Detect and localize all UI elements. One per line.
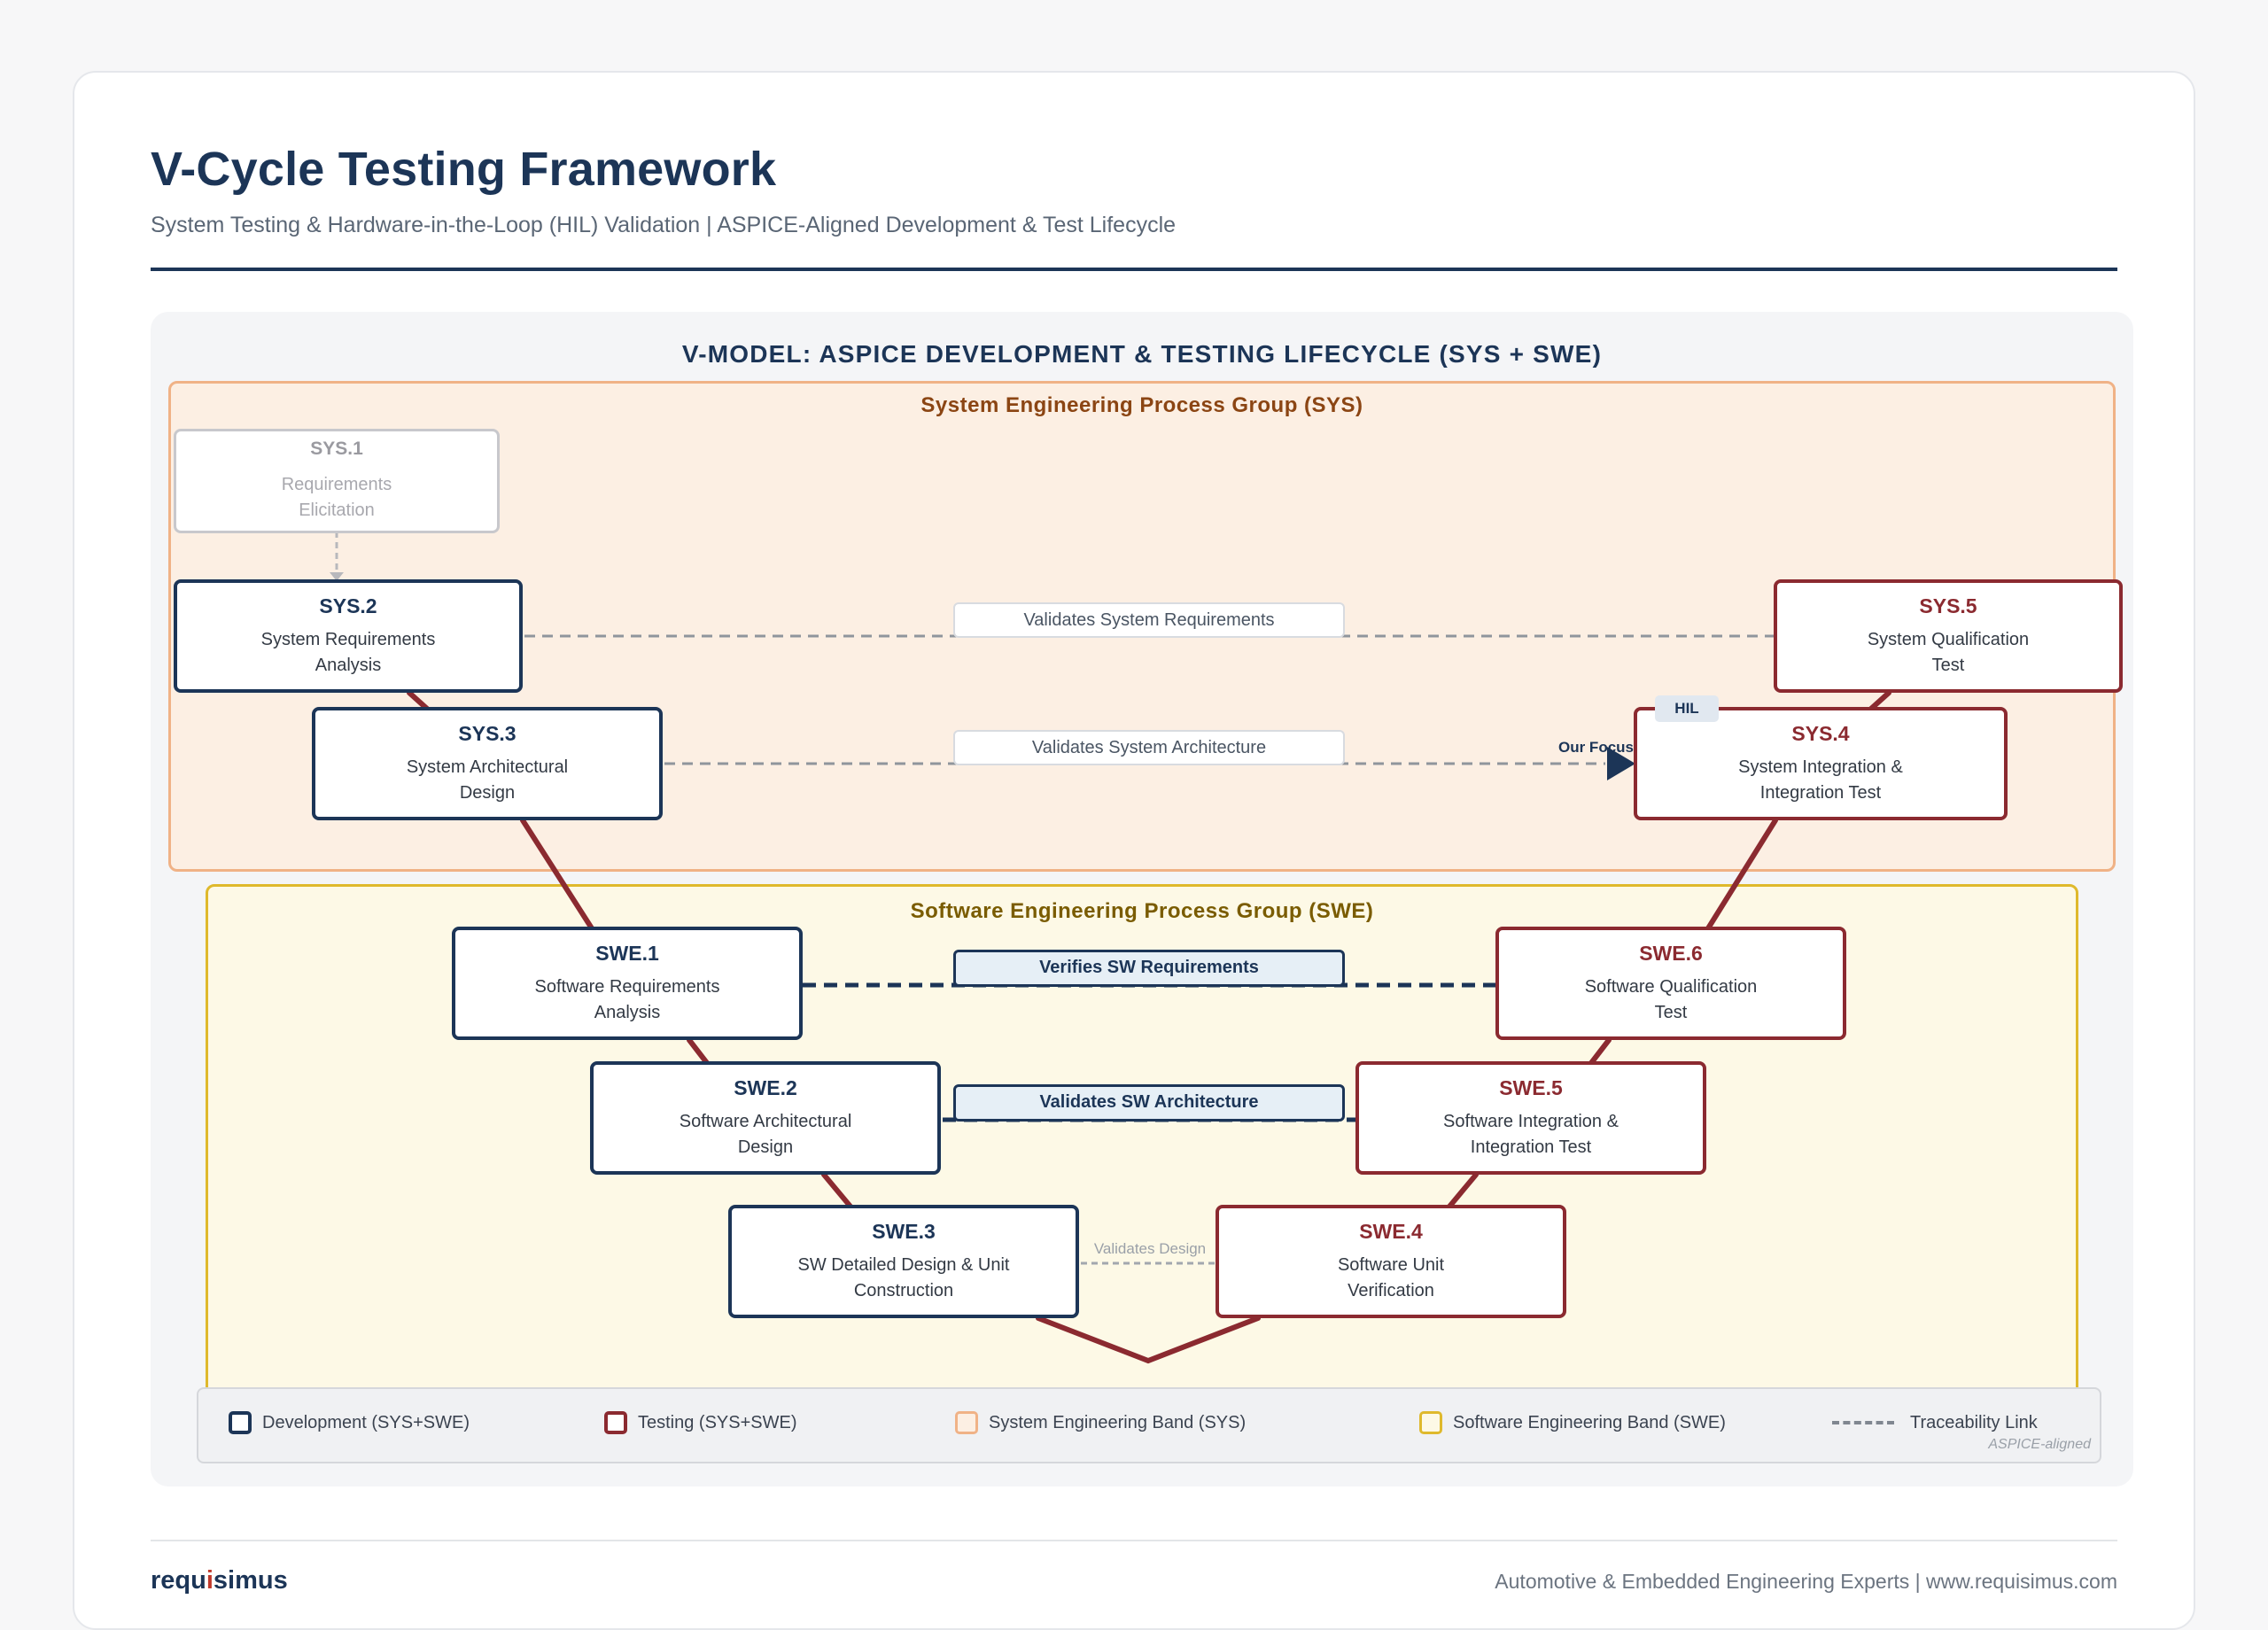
connector-swe4-swe5	[1447, 1172, 1479, 1209]
node-sys2[interactable]: SYS.2 System Requirements Analysis	[174, 579, 523, 693]
connector-sys4-sys5	[1868, 690, 1891, 711]
connector-swe5-swe6	[1588, 1037, 1612, 1066]
connector-sys2-sys3	[407, 690, 430, 711]
node-swe3-id: SWE.3	[872, 1219, 936, 1243]
legend	[197, 1387, 2101, 1463]
node-sys4-desc: System Integration & Integration Test	[1738, 757, 1903, 803]
node-swe1[interactable]: SWE.1 Software Requirements Analysis	[452, 927, 803, 1040]
swe-band-label: Software Engineering Process Group (SWE)	[910, 899, 1374, 923]
node-swe4-desc: Software Unit Verification	[1337, 1254, 1445, 1300]
node-swe1-id: SWE.1	[595, 941, 659, 965]
trace-label-sw-architecture: Validates SW Architecture	[953, 1084, 1345, 1122]
node-swe1-desc: Software Requirements Analysis	[534, 976, 720, 1022]
connector-v-bottom	[1036, 1316, 1261, 1364]
legend-label-sys-band: System Engineering Band (SYS)	[989, 1412, 1247, 1432]
brand-logo: requisimus	[151, 1566, 288, 1595]
page-title: V-Cycle Testing Framework	[151, 143, 777, 196]
node-swe6-desc: Software Qualification Test	[1584, 976, 1758, 1022]
node-swe6[interactable]: SWE.6 Software Qualification Test	[1495, 927, 1846, 1040]
node-swe3-desc: SW Detailed Design & Unit Construction	[797, 1254, 1010, 1300]
sys-band-label: System Engineering Process Group (SYS)	[920, 393, 1363, 417]
legend-swatch-development	[229, 1411, 252, 1434]
trace-label-sys-requirements: Validates System Requirements	[953, 602, 1345, 638]
node-swe2[interactable]: SWE.2 Software Architectural Design	[590, 1061, 941, 1175]
node-sys3[interactable]: SYS.3 System Architectural Design	[312, 707, 663, 820]
node-sys2-id: SYS.2	[319, 594, 377, 617]
trace-label-sw-requirements: Verifies SW Requirements	[953, 950, 1345, 987]
footer-divider	[151, 1540, 2117, 1541]
node-sys1[interactable]: SYS.1 Requirements Elicitation	[174, 429, 500, 533]
legend-item-swe-band: Software Engineering Band (SWE)	[1419, 1405, 1726, 1440]
node-swe4[interactable]: SWE.4 Software Unit Verification	[1216, 1205, 1566, 1318]
node-swe5[interactable]: SWE.5 Software Integration & Integration…	[1355, 1061, 1706, 1175]
diagram-title: V-MODEL: ASPICE DEVELOPMENT & TESTING LI…	[681, 340, 1603, 368]
focus-arrow-icon	[1607, 747, 1635, 780]
legend-swatch-testing	[604, 1411, 627, 1434]
node-sys5[interactable]: SYS.5 System Qualification Test	[1774, 579, 2123, 693]
legend-label-swe-band: Software Engineering Band (SWE)	[1453, 1412, 1726, 1432]
brand-text-accent: i	[206, 1566, 214, 1595]
connector-swe1-swe2	[687, 1037, 710, 1066]
trace-label-sw-design: Validates Design	[1093, 1240, 1207, 1257]
legend-label-trace: Traceability Link	[1910, 1412, 2038, 1432]
node-sys5-id: SYS.5	[1919, 594, 1977, 617]
node-swe2-desc: Software Architectural Design	[679, 1111, 852, 1157]
legend-note: ASPICE-aligned	[1988, 1437, 2091, 1452]
legend-label-testing: Testing (SYS+SWE)	[638, 1412, 797, 1432]
connector-sys3-swe1	[520, 818, 594, 931]
node-sys1-desc: Requirements Elicitation	[281, 475, 392, 520]
legend-item-trace: Traceability Link	[1832, 1405, 2038, 1440]
legend-item-sys-band: System Engineering Band (SYS)	[955, 1405, 1246, 1440]
connector-swe6-sys4	[1705, 818, 1778, 931]
legend-dash-trace	[1832, 1421, 1894, 1424]
node-sys4-id: SYS.4	[1791, 721, 1850, 745]
node-sys4[interactable]: SYS.4 System Integration & Integration T…	[1634, 707, 2008, 820]
legend-swatch-sys-band	[955, 1411, 978, 1434]
legend-item-development: Development (SYS+SWE)	[229, 1405, 470, 1440]
our-focus-label: Our Focus	[1557, 739, 1634, 756]
trace-label-sys-architecture: Validates System Architecture	[953, 730, 1345, 765]
node-swe2-id: SWE.2	[734, 1075, 797, 1099]
node-sys5-desc: System Qualification Test	[1867, 629, 2030, 675]
node-swe3[interactable]: SWE.3 SW Detailed Design & Unit Construc…	[728, 1205, 1079, 1318]
footer-tagline: Automotive & Embedded Engineering Expert…	[1495, 1570, 2117, 1593]
node-sys3-desc: System Architectural Design	[406, 757, 569, 803]
legend-item-testing: Testing (SYS+SWE)	[604, 1405, 797, 1440]
node-swe5-id: SWE.5	[1499, 1075, 1563, 1099]
page-subtitle: System Testing & Hardware-in-the-Loop (H…	[151, 213, 1177, 237]
node-sys2-desc: System Requirements Analysis	[260, 629, 436, 675]
node-swe5-desc: Software Integration & Integration Test	[1443, 1111, 1619, 1157]
connector-swe2-swe3	[821, 1172, 853, 1209]
legend-swatch-swe-band	[1419, 1411, 1442, 1434]
hil-badge: HIL	[1655, 695, 1719, 722]
node-sys3-id: SYS.3	[458, 721, 517, 745]
brand-text-pre: requ	[151, 1566, 206, 1595]
node-sys1-id: SYS.1	[310, 439, 363, 459]
arrow-sys1-sys2-icon	[330, 572, 344, 581]
node-swe4-id: SWE.4	[1359, 1219, 1423, 1243]
brand-text-post: simus	[213, 1566, 288, 1595]
header-divider	[151, 268, 2117, 271]
node-swe6-id: SWE.6	[1639, 941, 1703, 965]
legend-label-development: Development (SYS+SWE)	[262, 1412, 470, 1432]
